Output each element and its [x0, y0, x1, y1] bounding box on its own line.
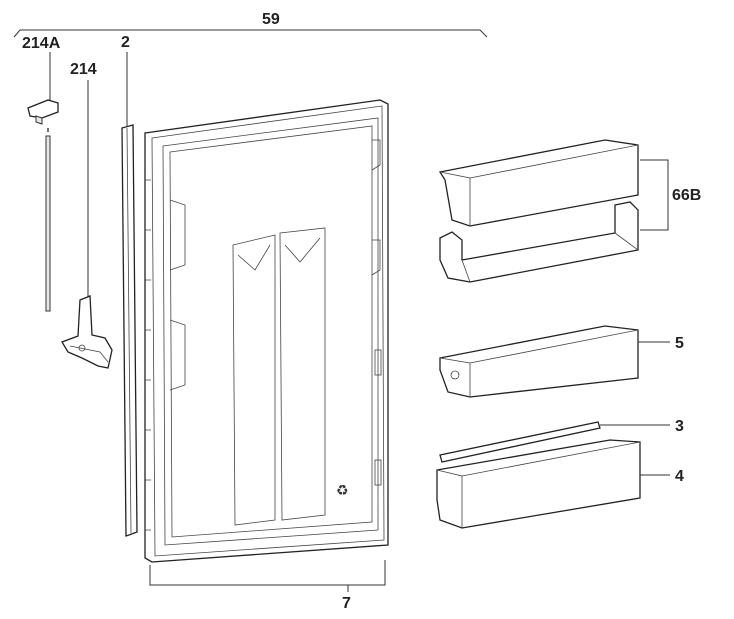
hinge-rod [45, 135, 51, 312]
part-4-bin: 4 [436, 439, 684, 529]
part-2-gasket: 2 [121, 34, 138, 537]
label-214A: 214A [22, 35, 61, 52]
label-66B: 66B [672, 187, 701, 204]
label-5: 5 [675, 335, 684, 352]
callout-59: 59 [13, 11, 488, 38]
part-214A: 214A [22, 35, 61, 312]
label-2: 2 [121, 34, 130, 51]
label-4: 4 [675, 468, 684, 485]
label-59: 59 [262, 11, 280, 28]
recycle-symbol: ♻ [336, 483, 349, 499]
label-3: 3 [675, 418, 684, 435]
part-214: 214 [61, 61, 113, 369]
part-3-rail: 3 [439, 418, 684, 463]
label-7: 7 [342, 595, 351, 612]
part-5-shelf: 5 [439, 325, 684, 398]
label-214: 214 [70, 61, 97, 78]
part-66B-shelves: 66B [438, 139, 701, 283]
part-door: ♻ 7 [144, 99, 389, 612]
